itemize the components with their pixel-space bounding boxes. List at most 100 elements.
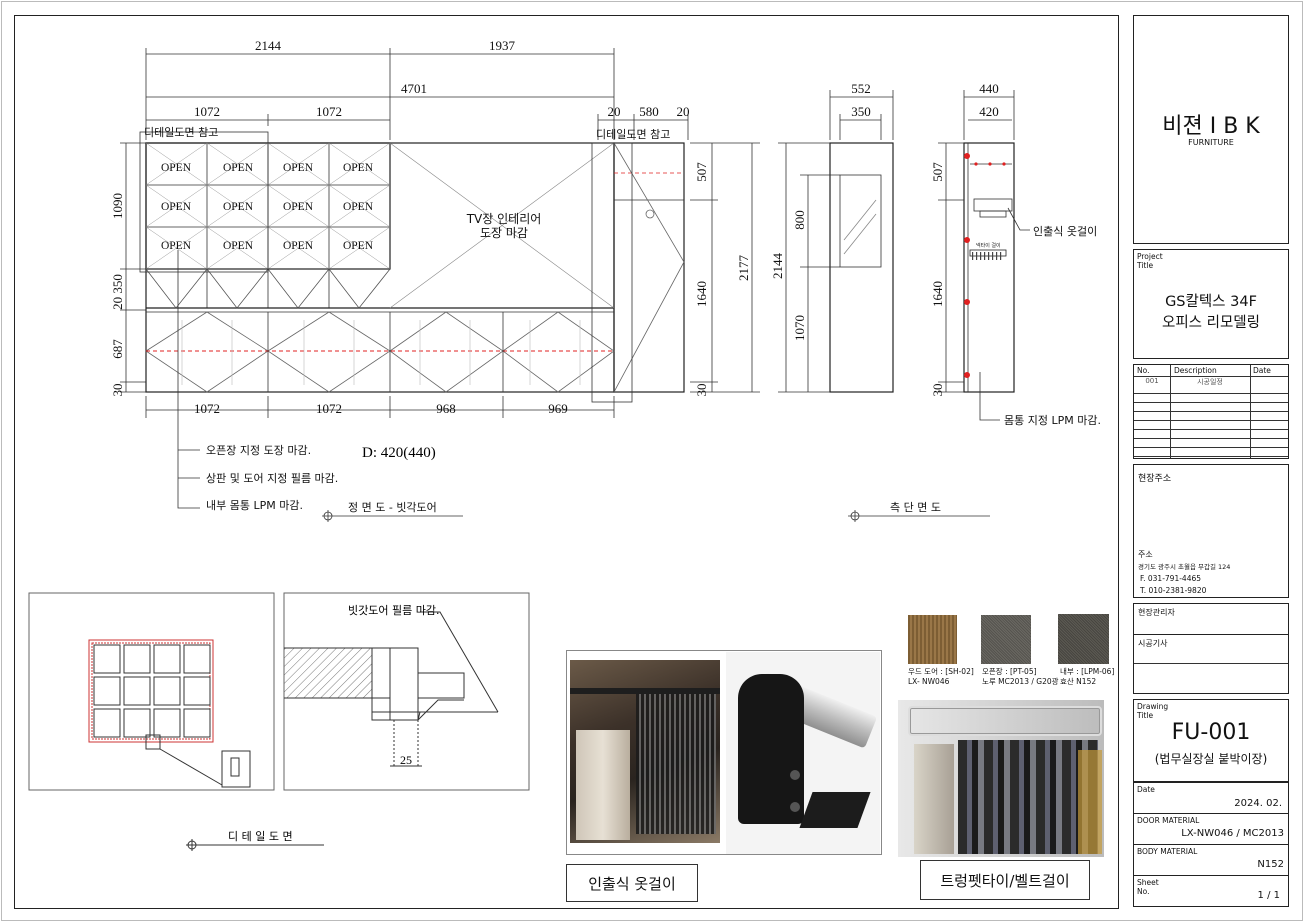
date-value: 2024. 02. <box>1234 798 1282 809</box>
open-label: OPEN <box>343 162 374 174</box>
tie-tag: 넥타이 걸이 <box>976 242 1001 249</box>
sideb-dim-1640: 1640 <box>930 281 945 307</box>
tv-label-line1: TV장 인테리어 <box>466 212 542 226</box>
project-label: Project Title <box>1137 252 1163 270</box>
body-material-block: BODY MATERIAL N152 <box>1133 844 1289 876</box>
detail-drawings: 25 빗갓도어 필름 마감. 디 테 일 도 면 <box>28 592 530 851</box>
door-material-block: DOOR MATERIAL LX-NW046 / MC2013 <box>1133 813 1289 845</box>
side-dim-2144: 2144 <box>770 253 785 280</box>
open-label: OPEN <box>223 240 254 252</box>
rev-header-no: No. <box>1137 366 1150 375</box>
side-dim-420: 420 <box>979 104 999 119</box>
project-line1: GS칼텍스 34F <box>1165 294 1257 310</box>
rev-header-desc: Description <box>1174 366 1217 375</box>
fax: F. 031-791-4465 <box>1140 574 1202 583</box>
open-label: OPEN <box>161 201 192 213</box>
detail-view-title: 디 테 일 도 면 <box>228 829 293 843</box>
door-material-value: LX-NW046 / MC2013 <box>1181 828 1284 839</box>
swatch-label-wood: 우드 도어 : [SH-02] LX- NW046 <box>908 667 974 687</box>
site-address-block: 현장주소 주소 경기도 광주시 초월읍 무갑길 124 F. 031-791-4… <box>1133 464 1289 598</box>
caption-tie-belt: 트렁펫타이/벨트걸이 <box>920 860 1090 900</box>
open-label: OPEN <box>283 240 314 252</box>
swatch-interior <box>1058 614 1109 664</box>
photos-pullout-frame <box>566 650 882 855</box>
tv-label-line2: 도장 마감 <box>480 226 528 240</box>
dim-top-580: 580 <box>639 104 659 119</box>
sideb-dim-507: 507 <box>930 162 945 182</box>
dim-top-1937: 1937 <box>489 38 516 53</box>
caption-tie-belt-text: 트렁펫타이/벨트걸이 <box>940 871 1070 890</box>
dim-right-507: 507 <box>694 162 709 182</box>
caption-pullout-text: 인출식 옷걸이 <box>588 874 676 893</box>
front-elevation-drawing: 2144 1937 4701 1072 1072 20 580 20 1072 … <box>110 38 1101 522</box>
dim-right-2177: 2177 <box>736 255 751 282</box>
swatch-interior-line1: 내부 : [LPM-06] <box>1060 667 1115 676</box>
swatch-label-interior: 내부 : [LPM-06] 효산 N152 <box>1060 667 1114 687</box>
detail-ref-left: 디테일도면 참고 <box>144 125 218 139</box>
side-dim-350: 350 <box>851 104 871 119</box>
drawing-area-border <box>14 15 1119 909</box>
tie-belt-rack-photo <box>898 700 1104 857</box>
swatch-wood-door <box>908 615 957 664</box>
builder-label: 시공기사 <box>1138 639 1168 648</box>
dim-left-1090: 1090 <box>110 193 125 219</box>
rev-row-desc: 시공일정 <box>1197 378 1223 386</box>
dim-bottom-969: 969 <box>548 401 568 416</box>
note-open-paint: 오픈장 지정 도장 마감. <box>206 444 311 457</box>
drawing-title-block: Drawing Title FU-001 (법무실장실 붙박이장) <box>1133 699 1289 782</box>
sheet-value: 1 / 1 <box>1257 890 1280 901</box>
dim-top-20b: 20 <box>677 104 690 119</box>
dim-left-687: 687 <box>110 339 125 359</box>
project-block: Project Title GS칼텍스 34F 오피스 리모델링 <box>1133 249 1289 359</box>
dim-top-1072a: 1072 <box>194 104 220 119</box>
builder-block: 시공기사 <box>1133 634 1289 694</box>
sideb-dim-30: 30 <box>930 384 945 397</box>
brand-sub: FURNITURE <box>1188 138 1234 147</box>
dim-top-2144: 2144 <box>255 38 282 53</box>
detail-ref-right: 디테일도면 참고 <box>596 127 670 141</box>
dim-top-4701: 4701 <box>401 81 427 96</box>
address: 경기도 광주시 초월읍 무갑길 124 <box>1138 563 1231 571</box>
dim-left-30: 30 <box>110 384 125 397</box>
side-dim-552: 552 <box>851 81 871 96</box>
caption-pullout-hanger: 인출식 옷걸이 <box>566 864 698 902</box>
swatch-open-line2: 노루 MC2013 / G20광 <box>982 677 1059 686</box>
site-label: 현장주소 <box>1138 474 1172 484</box>
dim-top-20a: 20 <box>608 104 621 119</box>
brand-block: 비젼 I B K FURNITURE <box>1133 15 1289 244</box>
depth-label: D: 420(440) <box>362 445 436 461</box>
swatch-interior-line2: 효산 N152 <box>1060 677 1097 686</box>
drawing-label: Drawing Title <box>1137 702 1169 720</box>
dim-bottom-1072b: 1072 <box>316 401 342 416</box>
note-film: 상판 및 도어 지정 필름 마감. <box>206 472 338 485</box>
dim-right-30: 30 <box>694 384 709 397</box>
swatch-open-cabinet <box>981 615 1031 664</box>
drawing-name: (법무실장실 붙박이장) <box>1154 752 1268 766</box>
address-label: 주소 <box>1138 550 1153 559</box>
open-label: OPEN <box>223 201 254 213</box>
tel: T. 010-2381-9820 <box>1140 586 1207 595</box>
open-label: OPEN <box>223 162 254 174</box>
swatch-wood-line1: 우드 도어 : [SH-02] <box>908 667 974 676</box>
side-dim-1070: 1070 <box>792 315 807 341</box>
sheet-block: Sheet No. 1 / 1 <box>1133 875 1289 907</box>
open-label: OPEN <box>283 201 314 213</box>
front-view-title: 정 면 도 - 빗각도어 <box>348 501 437 514</box>
rev-header-date: Date <box>1253 366 1271 375</box>
brand-name: 비젼 I B K <box>1162 114 1260 139</box>
pullout-rack-photo <box>570 660 720 843</box>
revision-table: No. Description Date 001 시공일정 <box>1133 364 1289 459</box>
swatch-wood-line2: LX- NW046 <box>908 677 950 686</box>
side-dim-800: 800 <box>792 210 807 230</box>
pullout-bracket-photo <box>726 652 880 854</box>
dim-top-1072b: 1072 <box>316 104 342 119</box>
body-material-label: BODY MATERIAL <box>1137 847 1198 856</box>
date-block: Date 2024. 02. <box>1133 782 1289 814</box>
film-note: 빗갓도어 필름 마감. <box>348 604 439 617</box>
side-view-title: 측 단 면 도 <box>890 501 941 514</box>
open-label: OPEN <box>283 162 314 174</box>
side-body-note: 몸통 지정 LPM 마감. <box>1004 414 1101 427</box>
open-label: OPEN <box>161 162 192 174</box>
side-dim-440: 440 <box>979 81 999 96</box>
note-lpm: 내부 몸통 LPM 마감. <box>206 499 303 512</box>
